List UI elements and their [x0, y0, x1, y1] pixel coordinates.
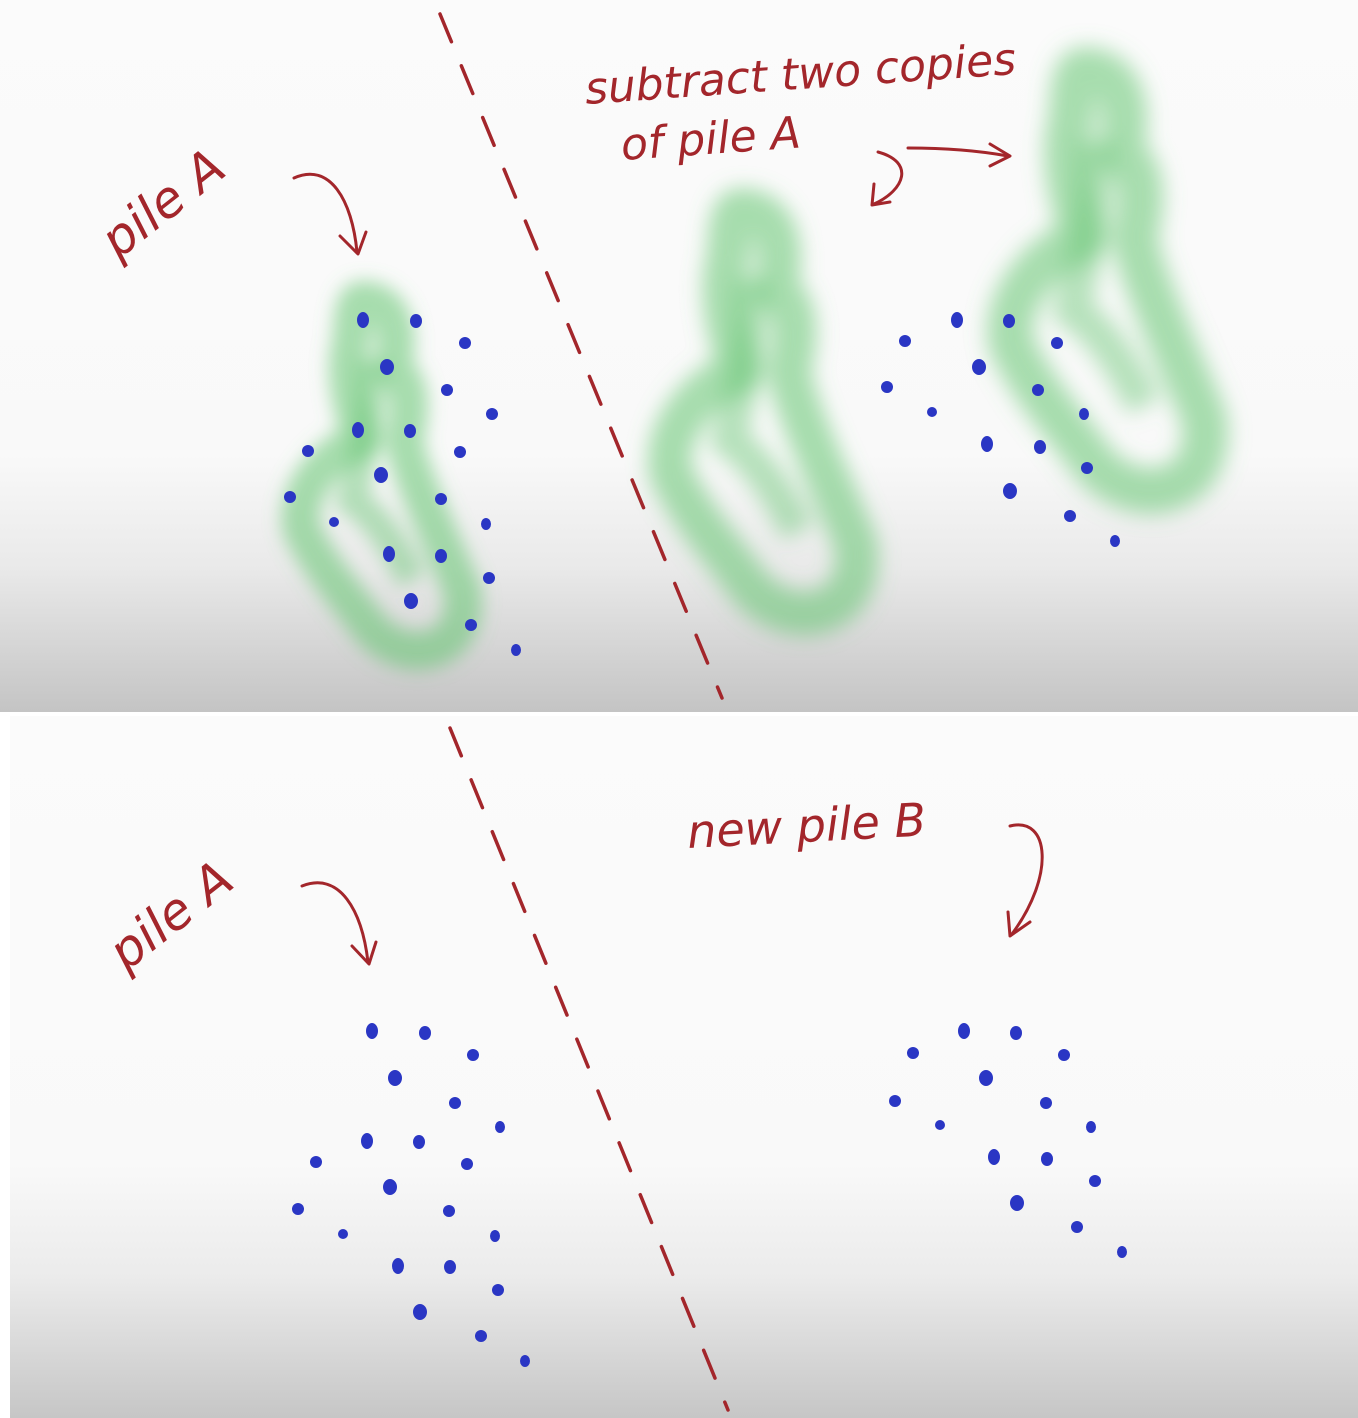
dot [1058, 1049, 1070, 1061]
dot [881, 381, 893, 393]
pile-b-dots [889, 1023, 1127, 1258]
dot [435, 549, 447, 563]
bottom-drawing: pile A new pile B [10, 716, 1358, 1418]
bottom-panel: pile A new pile B [10, 716, 1358, 1418]
dot [481, 518, 491, 530]
dot [352, 422, 364, 438]
dot [979, 1070, 993, 1086]
dot [1110, 535, 1120, 547]
dot [310, 1156, 322, 1168]
dot [383, 546, 395, 562]
dot [461, 1158, 473, 1170]
dot [1003, 314, 1015, 328]
dot [404, 424, 416, 438]
pile-b-arrow [1008, 823, 1044, 936]
dot [1041, 1152, 1053, 1166]
dot [383, 1179, 397, 1195]
dot [495, 1121, 505, 1133]
dot [357, 312, 369, 328]
dot [454, 446, 466, 458]
dot [441, 384, 453, 396]
dot [520, 1355, 530, 1367]
pile-a-arrowhead [350, 940, 378, 966]
dot [889, 1095, 901, 1107]
dot [361, 1133, 373, 1149]
dot [1010, 1195, 1024, 1211]
dot [1081, 462, 1093, 474]
dot [1051, 337, 1063, 349]
dot [413, 1135, 425, 1149]
subtract-arrow-left [872, 150, 904, 206]
dot [374, 467, 388, 483]
dot [486, 408, 498, 420]
dot [899, 335, 911, 347]
dot [419, 1026, 431, 1040]
pile-a-dots [284, 312, 521, 656]
dot [1040, 1097, 1052, 1109]
dot [410, 314, 422, 328]
dot [1089, 1175, 1101, 1187]
dashed-divider [438, 12, 724, 700]
dot [492, 1284, 504, 1296]
subtract-arrow-right [906, 146, 1010, 158]
top-panel: pile A subtract two [0, 0, 1358, 712]
dot [972, 359, 986, 375]
dot [404, 593, 418, 609]
dot [329, 517, 339, 527]
dot [1064, 510, 1076, 522]
dot [284, 491, 296, 503]
pile-a-dots [292, 1023, 530, 1367]
dot [413, 1304, 427, 1320]
subtract-arrowhead-right [988, 142, 1012, 168]
dot [459, 337, 471, 349]
dot [444, 1260, 456, 1274]
dot [449, 1097, 461, 1109]
dot [1071, 1221, 1083, 1233]
dot [1032, 384, 1044, 396]
remaining-dots [881, 312, 1120, 547]
dot [465, 619, 477, 631]
dot [988, 1149, 1000, 1165]
dot [951, 312, 963, 328]
dot [511, 644, 521, 656]
dot [958, 1023, 970, 1039]
dot [1010, 1026, 1022, 1040]
pile-a-arrowhead [338, 230, 368, 256]
dot [1079, 408, 1089, 420]
pile-a-arrow [300, 881, 370, 964]
dot [443, 1205, 455, 1217]
pile-a-arrow [292, 172, 359, 254]
dot [1086, 1121, 1096, 1133]
dot [435, 493, 447, 505]
dot [1117, 1246, 1127, 1258]
dot [366, 1023, 378, 1039]
dot [388, 1070, 402, 1086]
dot [380, 359, 394, 375]
pile-b-label: new pile B [686, 793, 927, 859]
dot [1003, 483, 1017, 499]
dot [1034, 440, 1046, 454]
subtract-arrowhead-left [870, 182, 892, 207]
dot [483, 572, 495, 584]
dot [981, 436, 993, 452]
dot [490, 1230, 500, 1242]
dot [292, 1203, 304, 1215]
dashed-divider [448, 726, 730, 1412]
dot [935, 1120, 945, 1130]
dot [907, 1047, 919, 1059]
pile-b-arrowhead [1006, 910, 1032, 938]
background [10, 716, 1358, 1418]
dot [338, 1229, 348, 1239]
dot [467, 1049, 479, 1061]
dot [475, 1330, 487, 1342]
dot [302, 445, 314, 457]
subtract-label-line2: of pile A [619, 108, 802, 171]
dot [927, 407, 937, 417]
dot [392, 1258, 404, 1274]
top-drawing: pile A subtract two [0, 0, 1358, 712]
